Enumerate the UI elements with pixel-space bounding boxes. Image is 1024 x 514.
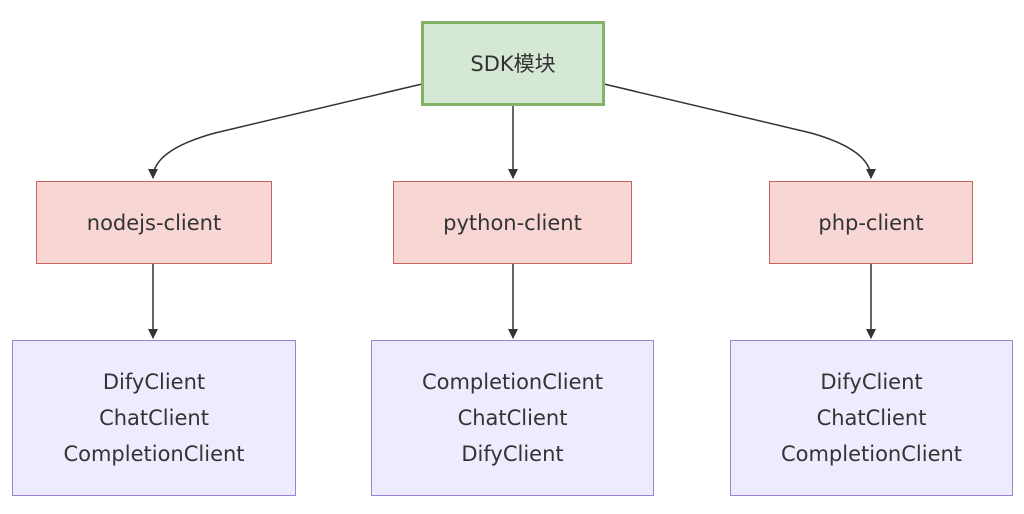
python-client-label: python-client xyxy=(443,210,582,235)
nodejs-client-node: nodejs-client xyxy=(36,181,272,264)
class-item: CompletionClient xyxy=(780,442,963,466)
php-classes-node: DifyClient ChatClient CompletionClient xyxy=(730,340,1013,496)
class-item: DifyClient xyxy=(461,442,564,466)
class-item: ChatClient xyxy=(457,406,568,430)
python-client-node: python-client xyxy=(393,181,632,264)
php-client-label: php-client xyxy=(818,210,924,235)
edge-root-to-nodejs-client xyxy=(148,83,423,179)
nodejs-classes-node: DifyClient ChatClient CompletionClient xyxy=(12,340,296,496)
python-classes-node: CompletionClient ChatClient DifyClient xyxy=(371,340,654,496)
nodejs-client-label: nodejs-client xyxy=(86,210,222,235)
sdk-module-node: SDK模块 xyxy=(421,21,605,106)
class-item: DifyClient xyxy=(820,370,923,394)
edge-root-to-php-client xyxy=(603,83,876,179)
class-item: ChatClient xyxy=(816,406,927,430)
class-item: ChatClient xyxy=(99,406,209,430)
class-item: DifyClient xyxy=(102,370,206,394)
class-item: CompletionClient xyxy=(421,370,604,394)
class-item: CompletionClient xyxy=(63,442,245,466)
php-client-node: php-client xyxy=(769,181,973,264)
sdk-module-label: SDK模块 xyxy=(470,51,556,76)
